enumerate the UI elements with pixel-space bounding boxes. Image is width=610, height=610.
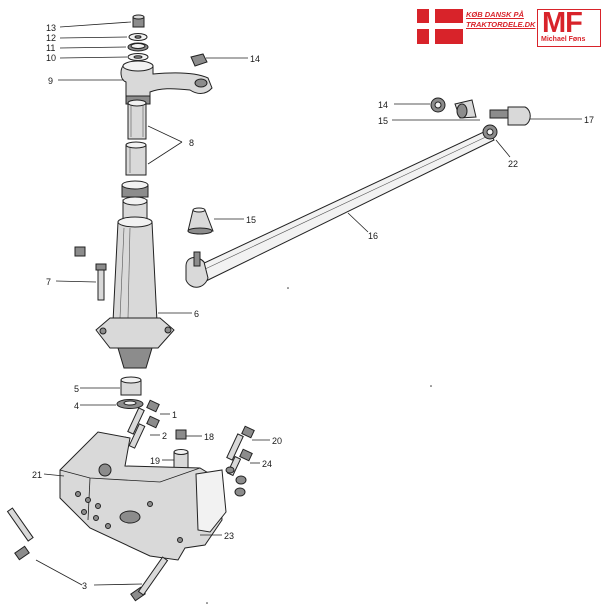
part-11-washer [127, 42, 149, 52]
callout-5: 5 [74, 384, 79, 394]
part-14-nut-top [190, 53, 208, 67]
callout-12: 12 [46, 33, 56, 43]
column-collar [121, 180, 149, 198]
part-3-bolt-left [6, 507, 34, 561]
callout-14-top: 14 [250, 54, 260, 64]
part-20-bolt [226, 425, 255, 461]
callout-13: 13 [46, 23, 56, 33]
callout-15-right: 15 [378, 116, 388, 126]
part-19-bush [173, 449, 189, 469]
part-2-bolt [128, 415, 160, 449]
callout-22: 22 [508, 159, 518, 169]
callout-7: 7 [46, 277, 51, 287]
part-18-nut [175, 429, 187, 440]
part-12-washer [128, 33, 148, 41]
callout-16: 16 [368, 231, 378, 241]
danish-flag-icon [417, 9, 463, 44]
callout-21: 21 [32, 470, 42, 480]
part-16-drag-link [185, 129, 495, 288]
part-8-bush-upper [127, 99, 147, 140]
callout-8: 8 [189, 138, 194, 148]
part-13-nut [132, 14, 145, 28]
part-21-base-bracket [59, 431, 227, 561]
part-9-steering-arm [120, 60, 213, 105]
callout-24: 24 [262, 459, 272, 469]
part-4-washer [116, 399, 144, 409]
part-7-bolt [95, 263, 107, 301]
mf-logo: MF Michael Føns [537, 7, 601, 47]
callout-14-right: 14 [378, 100, 388, 110]
callout-10: 10 [46, 53, 56, 63]
scan-specks [206, 287, 432, 604]
part-15-boot-left [187, 207, 214, 235]
leader-lines [35, 21, 582, 586]
part-10-washer [127, 53, 149, 61]
callout-11: 11 [46, 43, 55, 53]
part-6-column-housing [95, 196, 175, 369]
logo-line1: KØB DANSK PÅ [466, 10, 524, 19]
part-3-bolt-right [130, 556, 169, 602]
part-15-boot-right [454, 99, 477, 119]
part-5-bush [120, 376, 142, 396]
logo-name: Michael Føns [541, 36, 586, 43]
part-14-nut-right [430, 97, 446, 113]
callout-1: 1 [172, 410, 177, 420]
callout-15-left: 15 [246, 215, 256, 225]
callout-17: 17 [584, 115, 594, 125]
callout-23: 23 [224, 531, 234, 541]
callout-6: 6 [194, 309, 199, 319]
callout-labels: 13 12 11 10 9 8 7 6 5 4 1 2 18 19 20 24 … [32, 23, 594, 591]
part-17-ball-joint [489, 106, 531, 126]
callout-20: 20 [272, 436, 282, 446]
callout-3: 3 [82, 581, 87, 591]
part-7-nut [74, 246, 86, 257]
part-22-washer [482, 124, 498, 140]
callout-4: 4 [74, 401, 79, 411]
callout-2: 2 [162, 431, 167, 441]
logo-line2: TRAKTORDELE.DK [466, 20, 536, 29]
logo-brand: MF [542, 7, 583, 39]
callout-19: 19 [150, 456, 160, 466]
part-1-bolt [127, 399, 160, 435]
callout-9: 9 [48, 76, 53, 86]
part-8-bush-lower [125, 141, 147, 176]
callout-18: 18 [204, 432, 214, 442]
logo-tagline[interactable]: KØB DANSK PÅ TRAKTORDELE.DK [466, 10, 536, 30]
